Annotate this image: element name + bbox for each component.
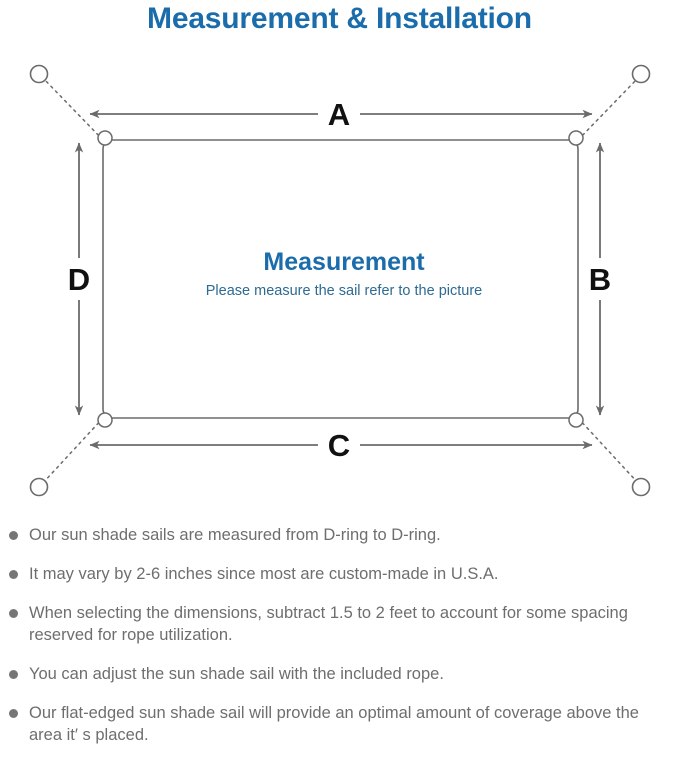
list-item-text: Our sun shade sails are measured from D-…	[29, 526, 441, 544]
anchor-point-bottom-right	[631, 477, 651, 497]
bullet-dot-icon	[9, 670, 18, 679]
diagram-canvas: A C D B Measurement Please measure the s…	[29, 64, 651, 497]
measurement-heading: Measurement	[263, 248, 425, 276]
dimension-label-c: C	[328, 428, 350, 463]
anchor-point-bottom-left	[29, 477, 49, 497]
measurement-subheading: Please measure the sail refer to the pic…	[206, 283, 482, 299]
tether-line-top-left	[41, 76, 104, 141]
dimension-label-b: B	[589, 262, 611, 297]
list-item: Our flat-edged sun shade sail will provi…	[0, 702, 679, 746]
dimension-label-a: A	[328, 97, 350, 132]
anchor-point-top-right	[631, 64, 651, 84]
d-ring-bottom-right	[568, 412, 584, 428]
tether-line-top-right	[577, 76, 640, 141]
list-item-text: Our flat-edged sun shade sail will provi…	[29, 704, 639, 744]
list-item-text: When selecting the dimensions, subtract …	[29, 604, 628, 644]
bullet-dot-icon	[9, 570, 18, 579]
list-item-text: You can adjust the sun shade sail with t…	[29, 665, 444, 683]
d-ring-bottom-left	[97, 412, 113, 428]
d-ring-top-right	[568, 130, 584, 146]
tether-line-bottom-left	[41, 417, 104, 485]
list-item: Our sun shade sails are measured from D-…	[0, 524, 679, 546]
list-item: You can adjust the sun shade sail with t…	[0, 663, 679, 685]
page-title: Measurement & Installation	[147, 2, 532, 35]
bullet-dot-icon	[9, 609, 18, 618]
measurement-diagram: A C D B Measurement Please measure the s…	[0, 44, 679, 514]
notes-list: Our sun shade sails are measured from D-…	[0, 524, 679, 763]
bullet-dot-icon	[9, 531, 18, 540]
d-ring-top-left	[97, 130, 113, 146]
list-item-text: It may vary by 2-6 inches since most are…	[29, 565, 499, 583]
dimension-label-d: D	[68, 262, 90, 297]
list-item: When selecting the dimensions, subtract …	[0, 602, 679, 646]
tether-line-bottom-right	[577, 417, 640, 485]
list-item: It may vary by 2-6 inches since most are…	[0, 563, 679, 585]
anchor-point-top-left	[29, 64, 49, 84]
bullet-dot-icon	[9, 709, 18, 718]
sail-rectangle	[102, 139, 579, 419]
